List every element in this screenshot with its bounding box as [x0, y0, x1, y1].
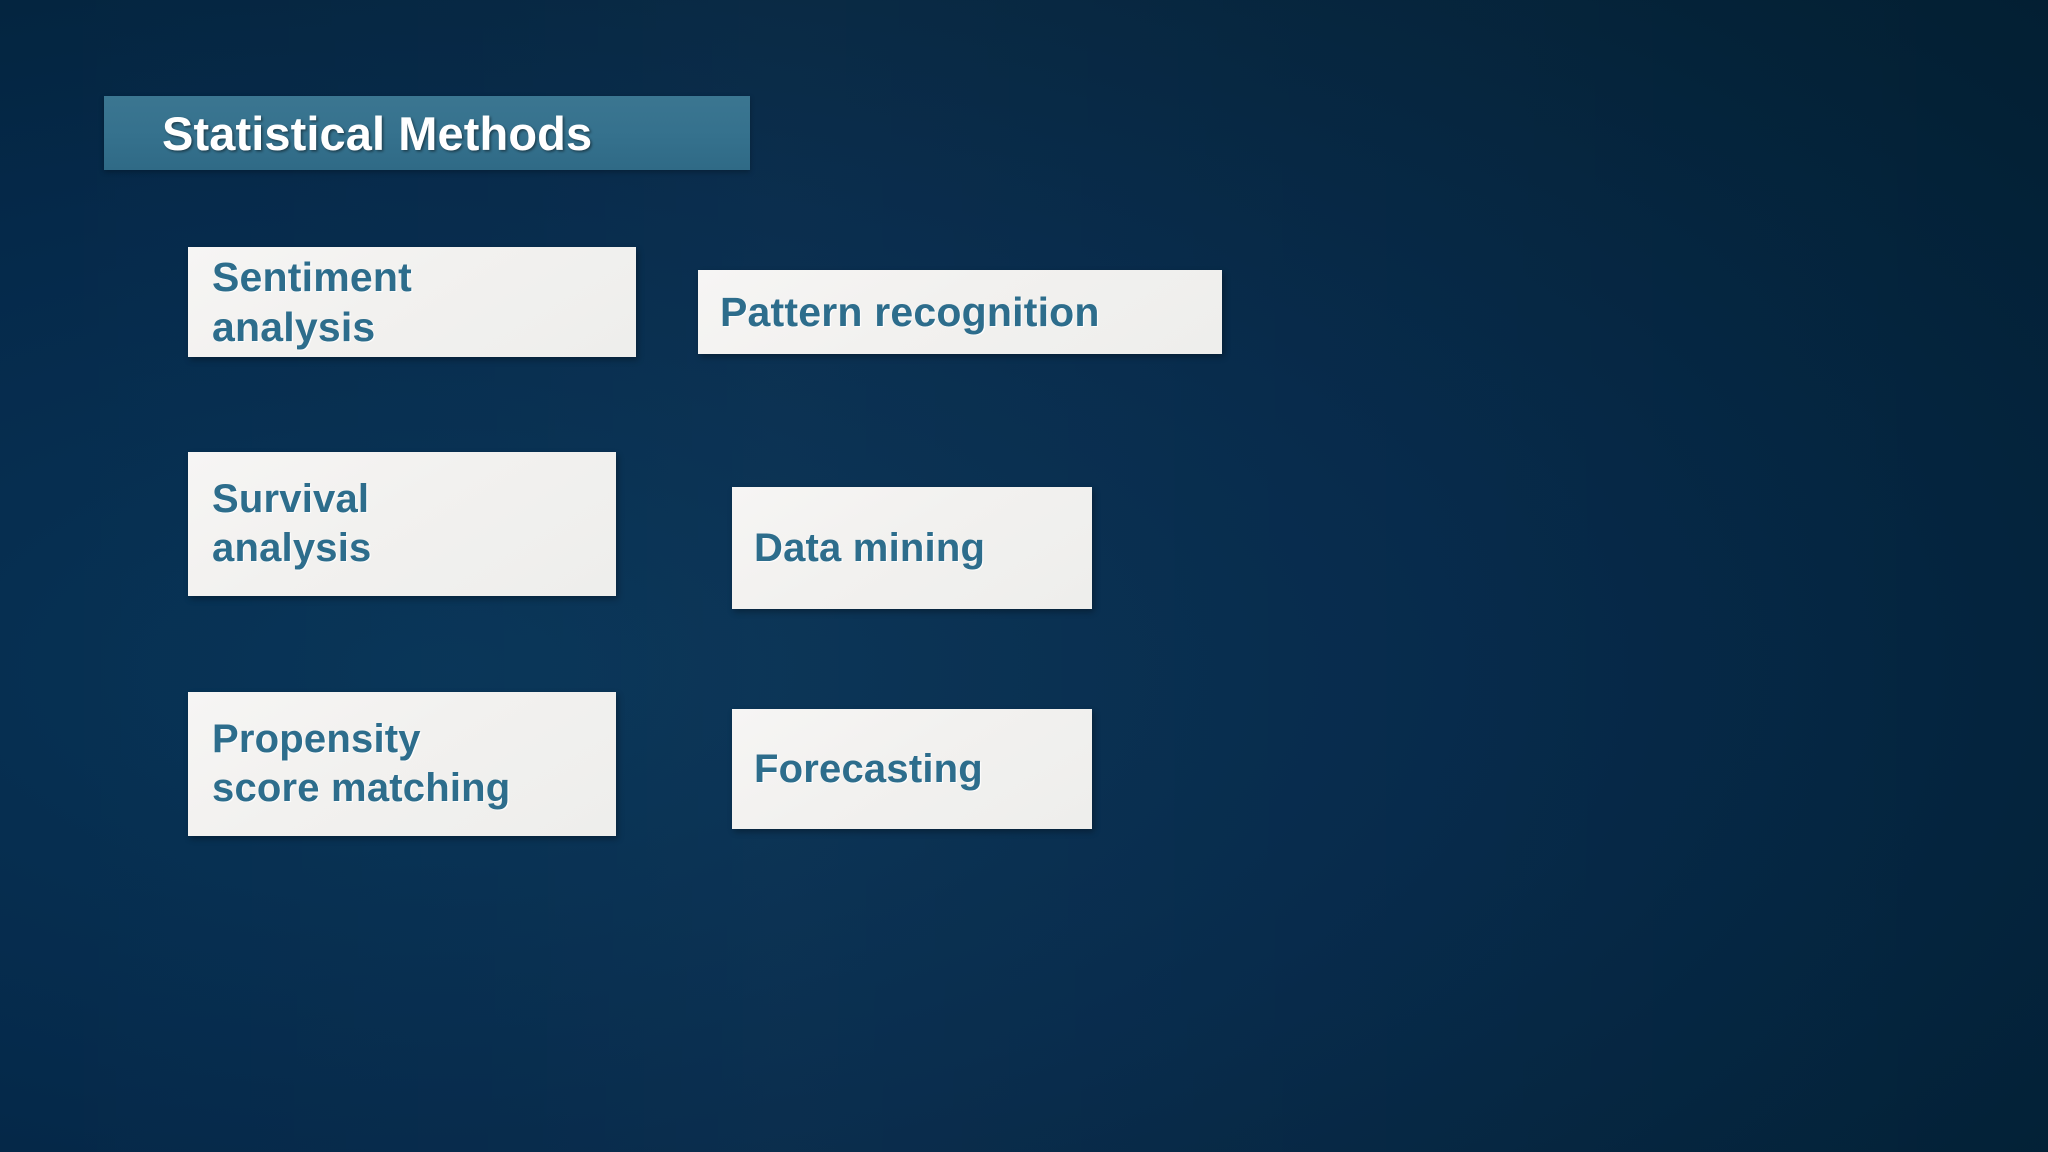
method-label: Forecasting [754, 746, 983, 791]
method-box-pattern-recognition[interactable]: Pattern recognition [698, 270, 1222, 354]
method-label: Data mining [754, 525, 986, 570]
method-label: Sentiment analysis [212, 253, 412, 350]
method-box-survival-analysis[interactable]: Survival analysis [188, 452, 616, 596]
method-label: Survival analysis [212, 477, 372, 570]
method-box-forecasting[interactable]: Forecasting [732, 709, 1092, 829]
method-label: Propensity score matching [212, 717, 511, 810]
method-box-sentiment-analysis[interactable]: Sentiment analysis [188, 247, 636, 357]
method-box-propensity-score-matching[interactable]: Propensity score matching [188, 692, 616, 836]
page-title: Statistical Methods [162, 106, 593, 160]
method-label: Pattern recognition [720, 288, 1100, 335]
slide-title-banner: Statistical Methods [104, 96, 750, 170]
method-box-data-mining[interactable]: Data mining [732, 487, 1092, 609]
